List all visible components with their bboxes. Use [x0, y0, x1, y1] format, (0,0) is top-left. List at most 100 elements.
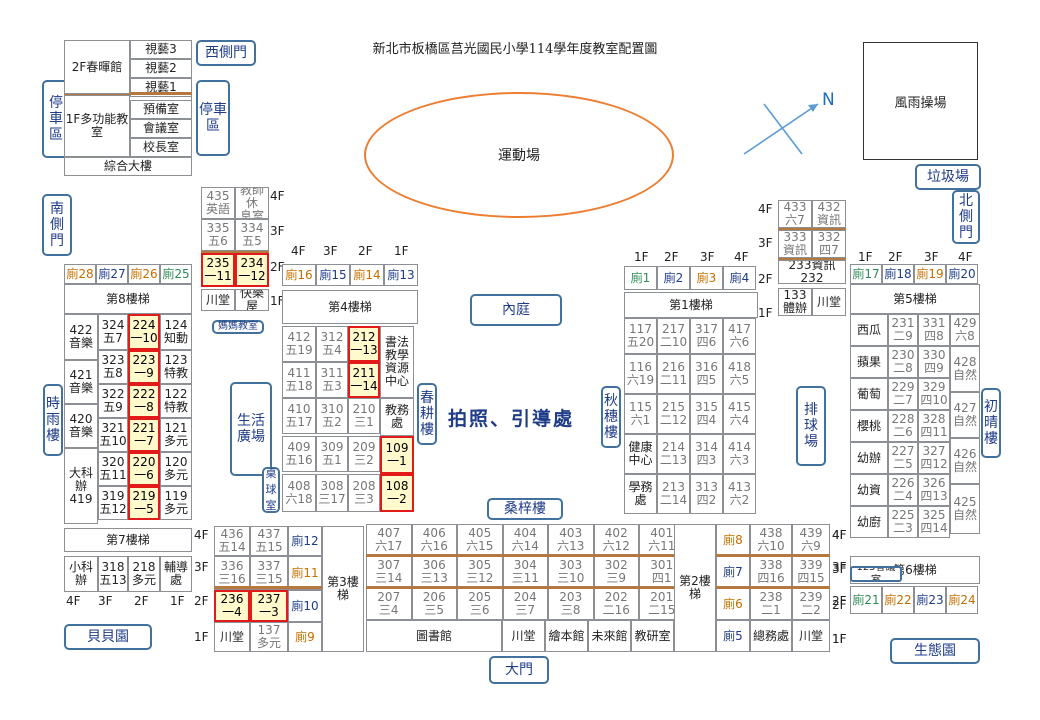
west-gate: 西側門	[196, 40, 256, 66]
room-220-sub: 一6	[134, 468, 154, 482]
b8-toilet-廁26-label: 廁26	[130, 266, 158, 281]
library-label: 圖書館	[415, 628, 452, 643]
complex-bottom-label: 綜合大樓	[103, 159, 152, 173]
floor-divider	[366, 554, 684, 557]
complex-room-3-label: 預備室	[142, 102, 179, 116]
b5-toilet-廁20-label: 廁20	[948, 266, 976, 281]
room-402-label: 402	[604, 526, 628, 540]
bl-廁10-label: 廁10	[291, 598, 319, 613]
room-210-sub: 三1	[354, 415, 374, 429]
room-117-label: 117	[629, 322, 652, 336]
room-315-label: 315	[695, 400, 718, 414]
room-435-label: 435	[206, 189, 230, 203]
room-311-label: 311	[320, 366, 344, 380]
room-122-sub: 特教	[163, 400, 188, 414]
br-廁7: 廁7	[716, 556, 750, 588]
room-220-label: 220	[132, 455, 156, 469]
sports-field: 運動場	[364, 92, 674, 218]
b5-kinder-3-label: 櫻桃	[856, 418, 881, 433]
b4-toilet-廁16: 廁16	[282, 264, 316, 286]
room-222-label: 222	[132, 387, 156, 401]
room-210-label: 210	[352, 402, 376, 416]
room-338-sub: 四16	[757, 571, 785, 585]
room-203-sub: 三8	[560, 603, 581, 617]
b5-floor-1F: 1F	[858, 250, 873, 264]
room-429-sub: 六8	[955, 329, 975, 343]
room-119-sub: 多元	[163, 502, 188, 516]
room-329-sub: 四10	[920, 393, 948, 407]
complex-room-2-label: 視藝1	[145, 80, 177, 94]
b1-c0-3-label: 健康中心	[628, 440, 653, 467]
floor-label-2F: 2F	[270, 260, 285, 274]
b5-kinder-0: 西瓜	[850, 314, 888, 346]
b1-floor-4F: 4F	[734, 250, 749, 264]
b5-kinder-2-label: 葡萄	[856, 386, 881, 401]
research-room-label: 教研室	[634, 628, 671, 643]
room-335-label: 335	[206, 221, 230, 235]
b5-floor-2F: 2F	[888, 250, 903, 264]
rain-playground-label: 風雨操場	[894, 95, 947, 111]
room-201-sub: 二15	[648, 603, 676, 617]
bl-floor-4F: 4F	[194, 528, 209, 542]
room-117-sub: 五20	[626, 335, 655, 349]
room-219-sub: 一5	[134, 502, 154, 516]
complex-bottom: 綜合大樓	[64, 157, 192, 176]
room-321-label: 321	[101, 421, 125, 435]
room-414-label: 414	[728, 440, 751, 454]
room-316-sub: 四5	[696, 373, 717, 387]
br-floor-4F: 4F	[832, 528, 847, 542]
room-433-sub: 六7	[785, 213, 805, 227]
b4-toilet-廁14-label: 廁14	[353, 267, 381, 282]
room-301-sub: 四1	[651, 571, 672, 585]
room-427-label: 427	[953, 401, 977, 415]
bl-廁12: 廁12	[288, 526, 322, 556]
room-403-sub: 六13	[557, 539, 585, 553]
room-211-label: 211	[352, 366, 376, 380]
room-309-label: 309	[320, 440, 344, 454]
room-109-label: 109	[385, 441, 409, 455]
bl-floor-2F: 2F	[194, 594, 209, 608]
room-215-label: 215	[662, 400, 685, 414]
room-429-label: 429	[953, 316, 977, 330]
room-231-sub: 二9	[893, 329, 913, 343]
room-339-sub: 四15	[797, 571, 825, 585]
room-425-label: 425	[953, 495, 977, 509]
b8-col1-1-label: 421	[69, 368, 93, 382]
room-208-label: 208	[352, 479, 376, 493]
room-426-sub: 自然	[952, 460, 977, 474]
room-414-sub: 六3	[729, 453, 750, 467]
b6-floor-4F: 4F	[832, 528, 847, 542]
bl-廁11-label: 廁11	[291, 565, 319, 580]
room-330-label: 330	[922, 348, 946, 362]
room-326-sub: 四13	[920, 489, 948, 503]
room-215-sub: 二12	[659, 413, 688, 427]
shiyu-building: 時雨樓	[43, 384, 63, 456]
room-213-sub: 二14	[659, 493, 688, 507]
room-225-sub: 二3	[893, 521, 913, 535]
compass-arrow-icon	[743, 103, 819, 155]
ecology-garden: 生態園	[890, 638, 980, 664]
complex-room-5-label: 校長室	[142, 140, 179, 154]
